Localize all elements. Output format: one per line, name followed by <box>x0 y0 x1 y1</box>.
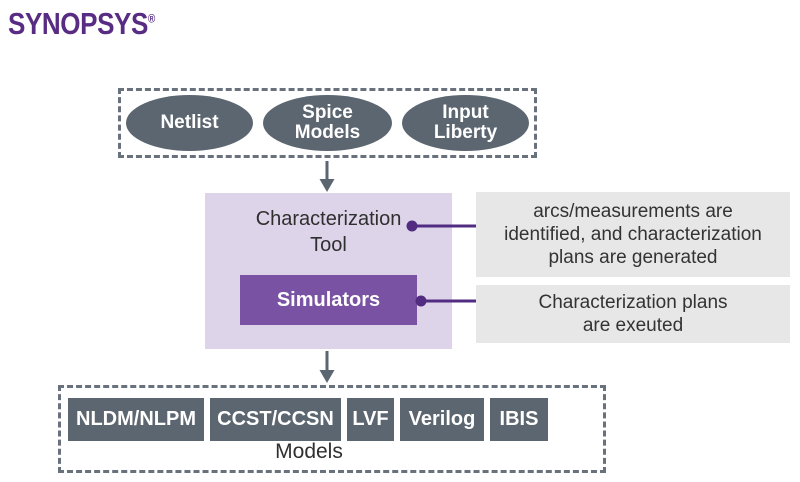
characterization-tool-box: Characterization Tool Simulators <box>205 193 452 349</box>
model-chip-verilog-label: Verilog <box>408 408 476 430</box>
simulators-box: Simulators <box>240 275 417 325</box>
input-liberty-label-line2: Liberty <box>433 122 498 143</box>
model-chip-verilog: Verilog <box>400 398 484 441</box>
model-chip-ibis-label: IBIS <box>499 408 539 430</box>
model-chip-nldm-nlpm: NLDM/NLPM <box>68 398 204 441</box>
model-chip-lvf: LVF <box>347 398 394 441</box>
model-chip-lvf-label: LVF <box>352 408 389 430</box>
models-row: NLDM/NLPM CCST/CCSN LVF Verilog IBIS <box>68 398 548 441</box>
inputs-group: Netlist Spice Models Input Liberty <box>118 88 537 158</box>
input-liberty-label-line1: Input <box>442 102 489 123</box>
synopsys-logo: SYNOPSYS® <box>8 6 155 42</box>
registered-trademark-symbol: ® <box>147 11 155 26</box>
annotation2-line1: Characterization plans <box>538 292 728 313</box>
model-chip-ibis: IBIS <box>490 398 548 441</box>
annotation-arcs-measurements: arcs/measurements are identified, and ch… <box>476 192 790 277</box>
netlist-ellipse: Netlist <box>126 95 253 151</box>
model-chip-ccst-ccsn: CCST/CCSN <box>210 398 341 441</box>
models-group: NLDM/NLPM CCST/CCSN LVF Verilog IBIS Mod… <box>58 385 606 473</box>
annotation1-line1: arcs/measurements are <box>533 201 733 222</box>
characterization-tool-title: Characterization Tool <box>205 206 452 258</box>
annotation1-line3: plans are generated <box>548 247 718 268</box>
model-chip-nldm-nlpm-label: NLDM/NLPM <box>76 408 196 430</box>
synopsys-wordmark: SYNOPSYS <box>8 6 148 41</box>
characterization-tool-title-line1: Characterization <box>255 208 402 230</box>
arrow-down-icon-bottom <box>319 351 335 383</box>
spice-models-label-line1: Spice <box>302 102 353 123</box>
annotation2-line2: are exeuted <box>582 315 684 336</box>
characterization-tool-title-line2: Tool <box>310 234 347 256</box>
models-caption: Models <box>275 440 343 463</box>
simulators-label: Simulators <box>276 288 381 311</box>
spice-models-label-line2: Models <box>294 122 361 143</box>
netlist-label: Netlist <box>160 112 219 133</box>
model-chip-ccst-ccsn-label: CCST/CCSN <box>217 408 334 430</box>
annotation1-line2: identified, and characterization <box>504 224 762 245</box>
input-liberty-ellipse: Input Liberty <box>402 95 529 151</box>
spice-models-ellipse: Spice Models <box>263 95 392 151</box>
annotation-plans-executed: Characterization plans are exeuted <box>476 285 790 343</box>
arrow-down-icon-top <box>319 161 335 192</box>
